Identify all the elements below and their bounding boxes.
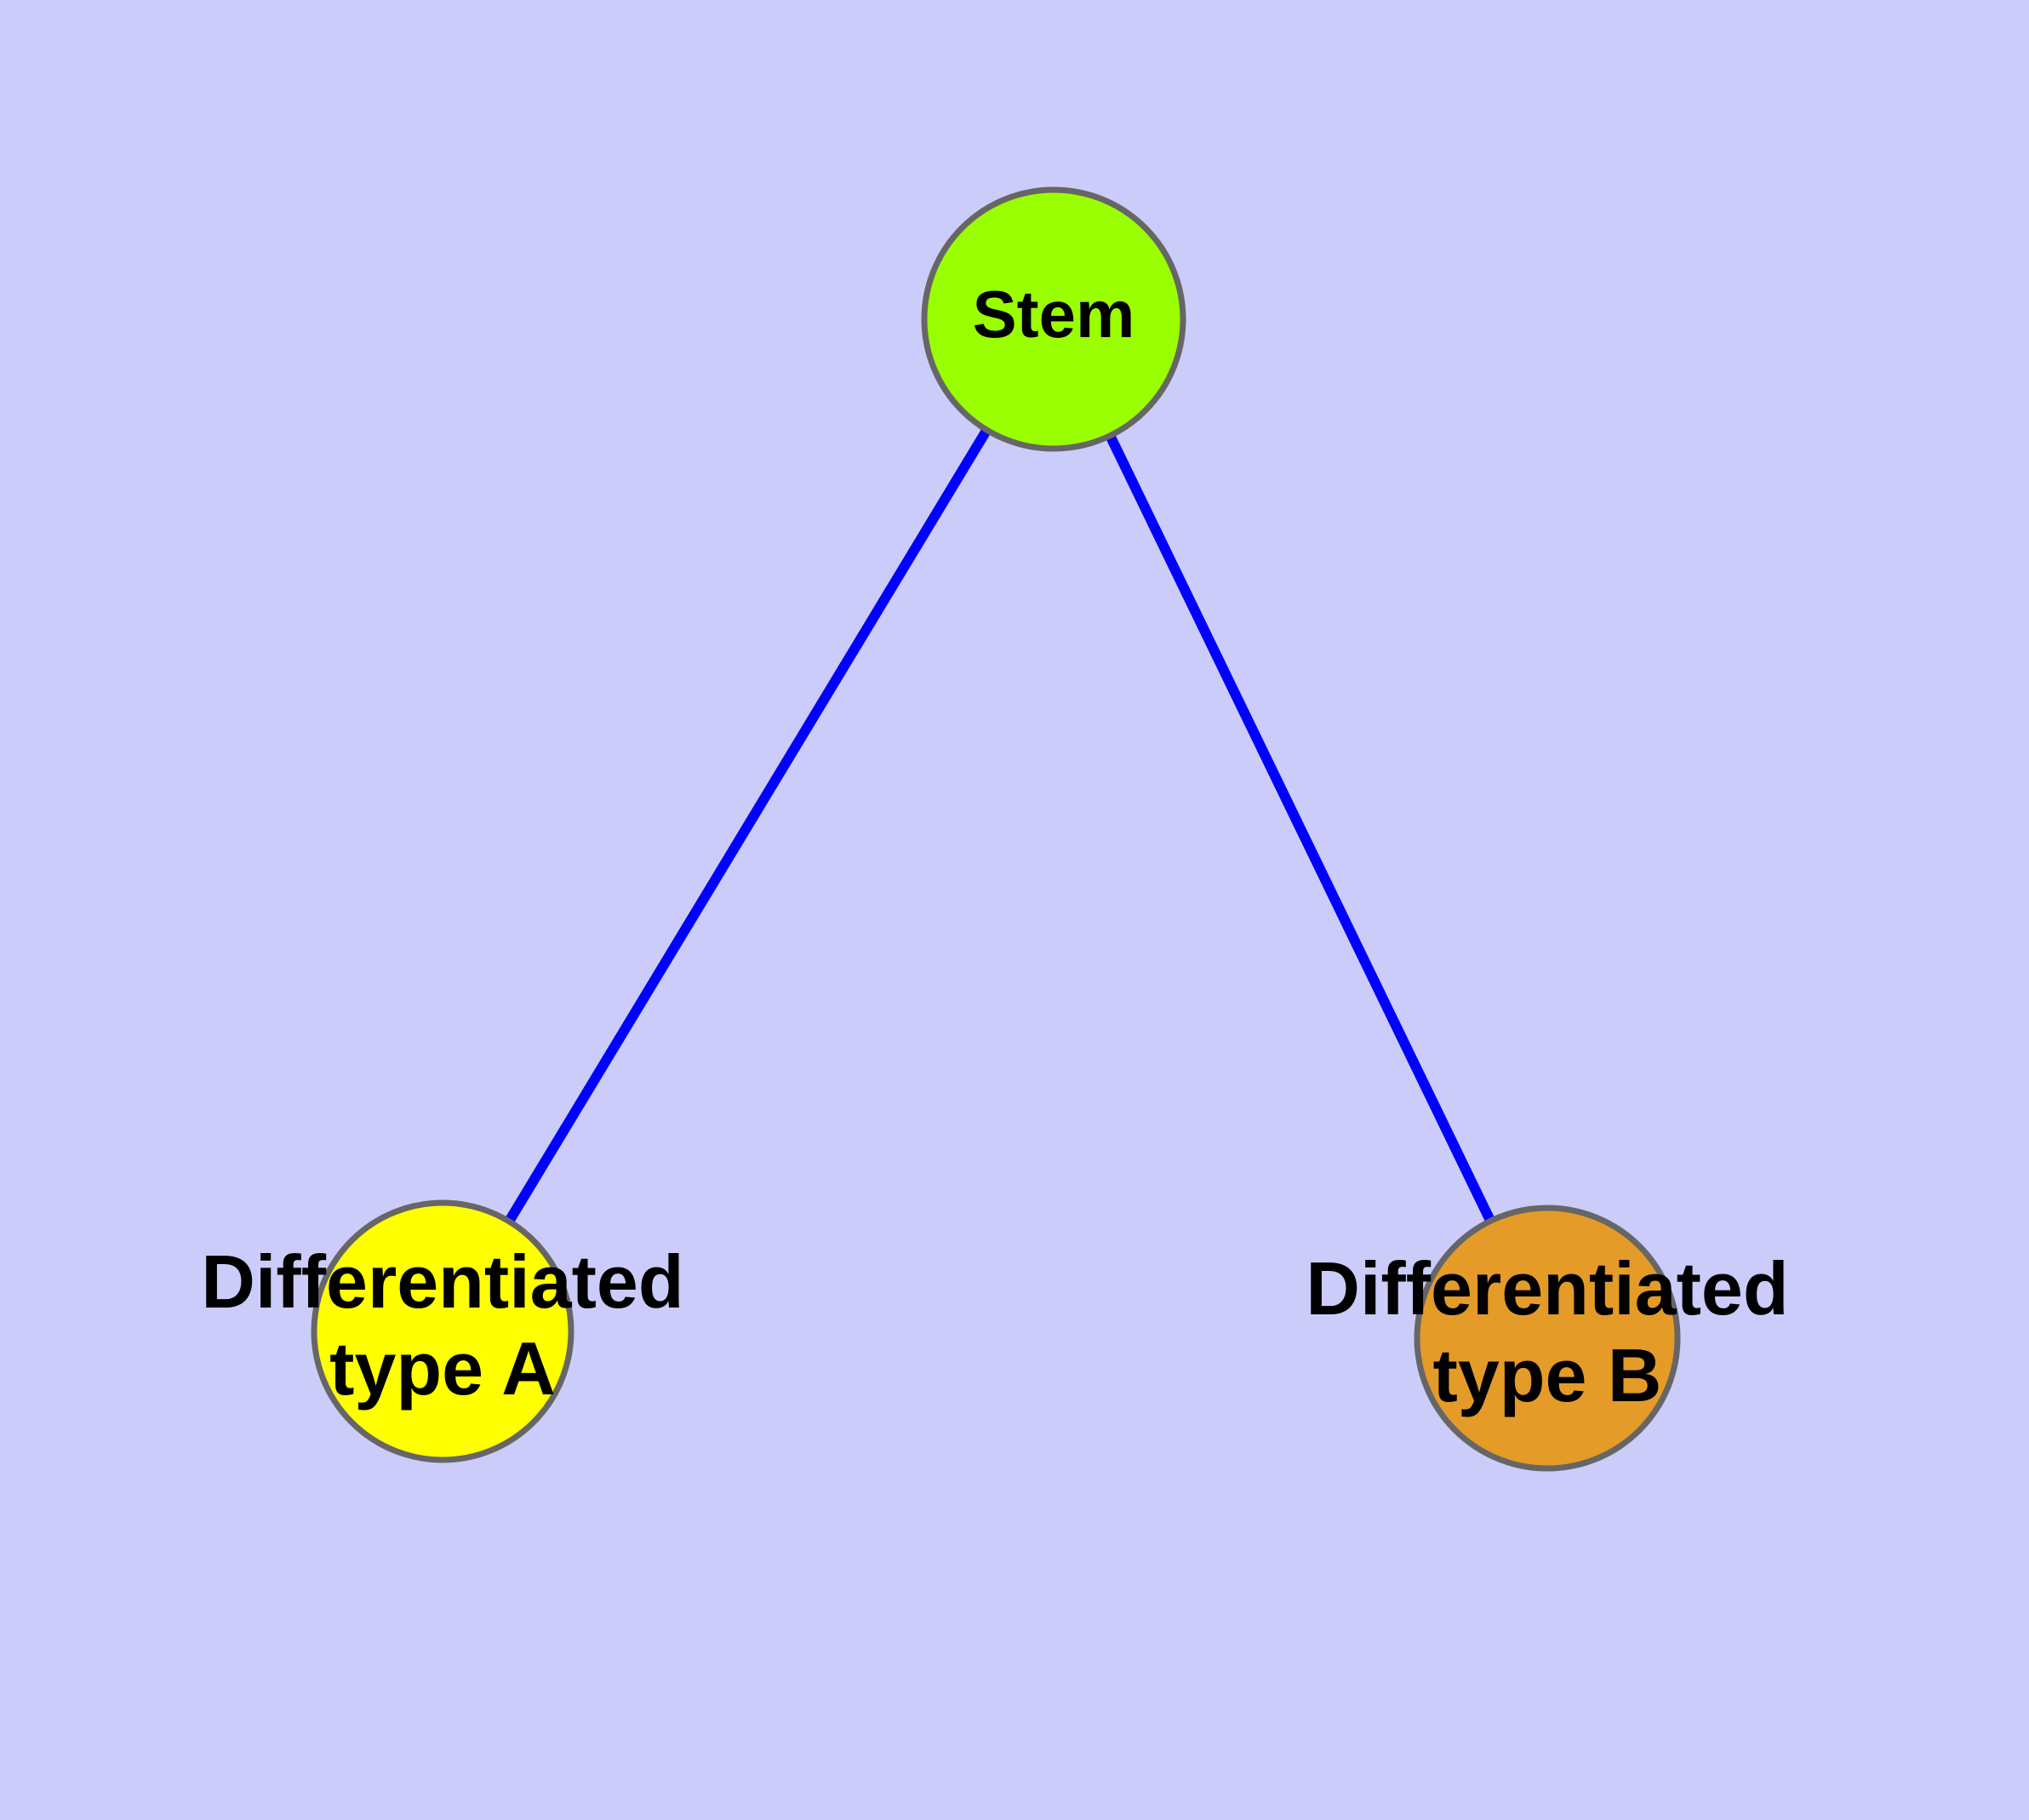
graph-node-diff_b[interactable] — [1414, 1205, 1681, 1472]
graph-node-label-line: type B — [1433, 1333, 1662, 1417]
graph-node-label-line: type A — [329, 1326, 556, 1411]
nodes-layer — [311, 186, 1681, 1472]
graph-node-label-stem: Stem — [973, 277, 1135, 352]
graph-edge-stem-diff_a[interactable] — [437, 316, 1059, 1335]
graph-node-stem[interactable] — [921, 186, 1186, 452]
graph-edge-stem-diff_b[interactable] — [1049, 317, 1552, 1341]
edges-layer — [437, 316, 1552, 1341]
graph-node-label-line: Differentiated — [201, 1239, 683, 1324]
graph-node-label-line: Differentiated — [1306, 1246, 1788, 1331]
graph-node-label-line: Stem — [973, 277, 1135, 352]
graph-node-diff_a[interactable] — [311, 1199, 574, 1463]
